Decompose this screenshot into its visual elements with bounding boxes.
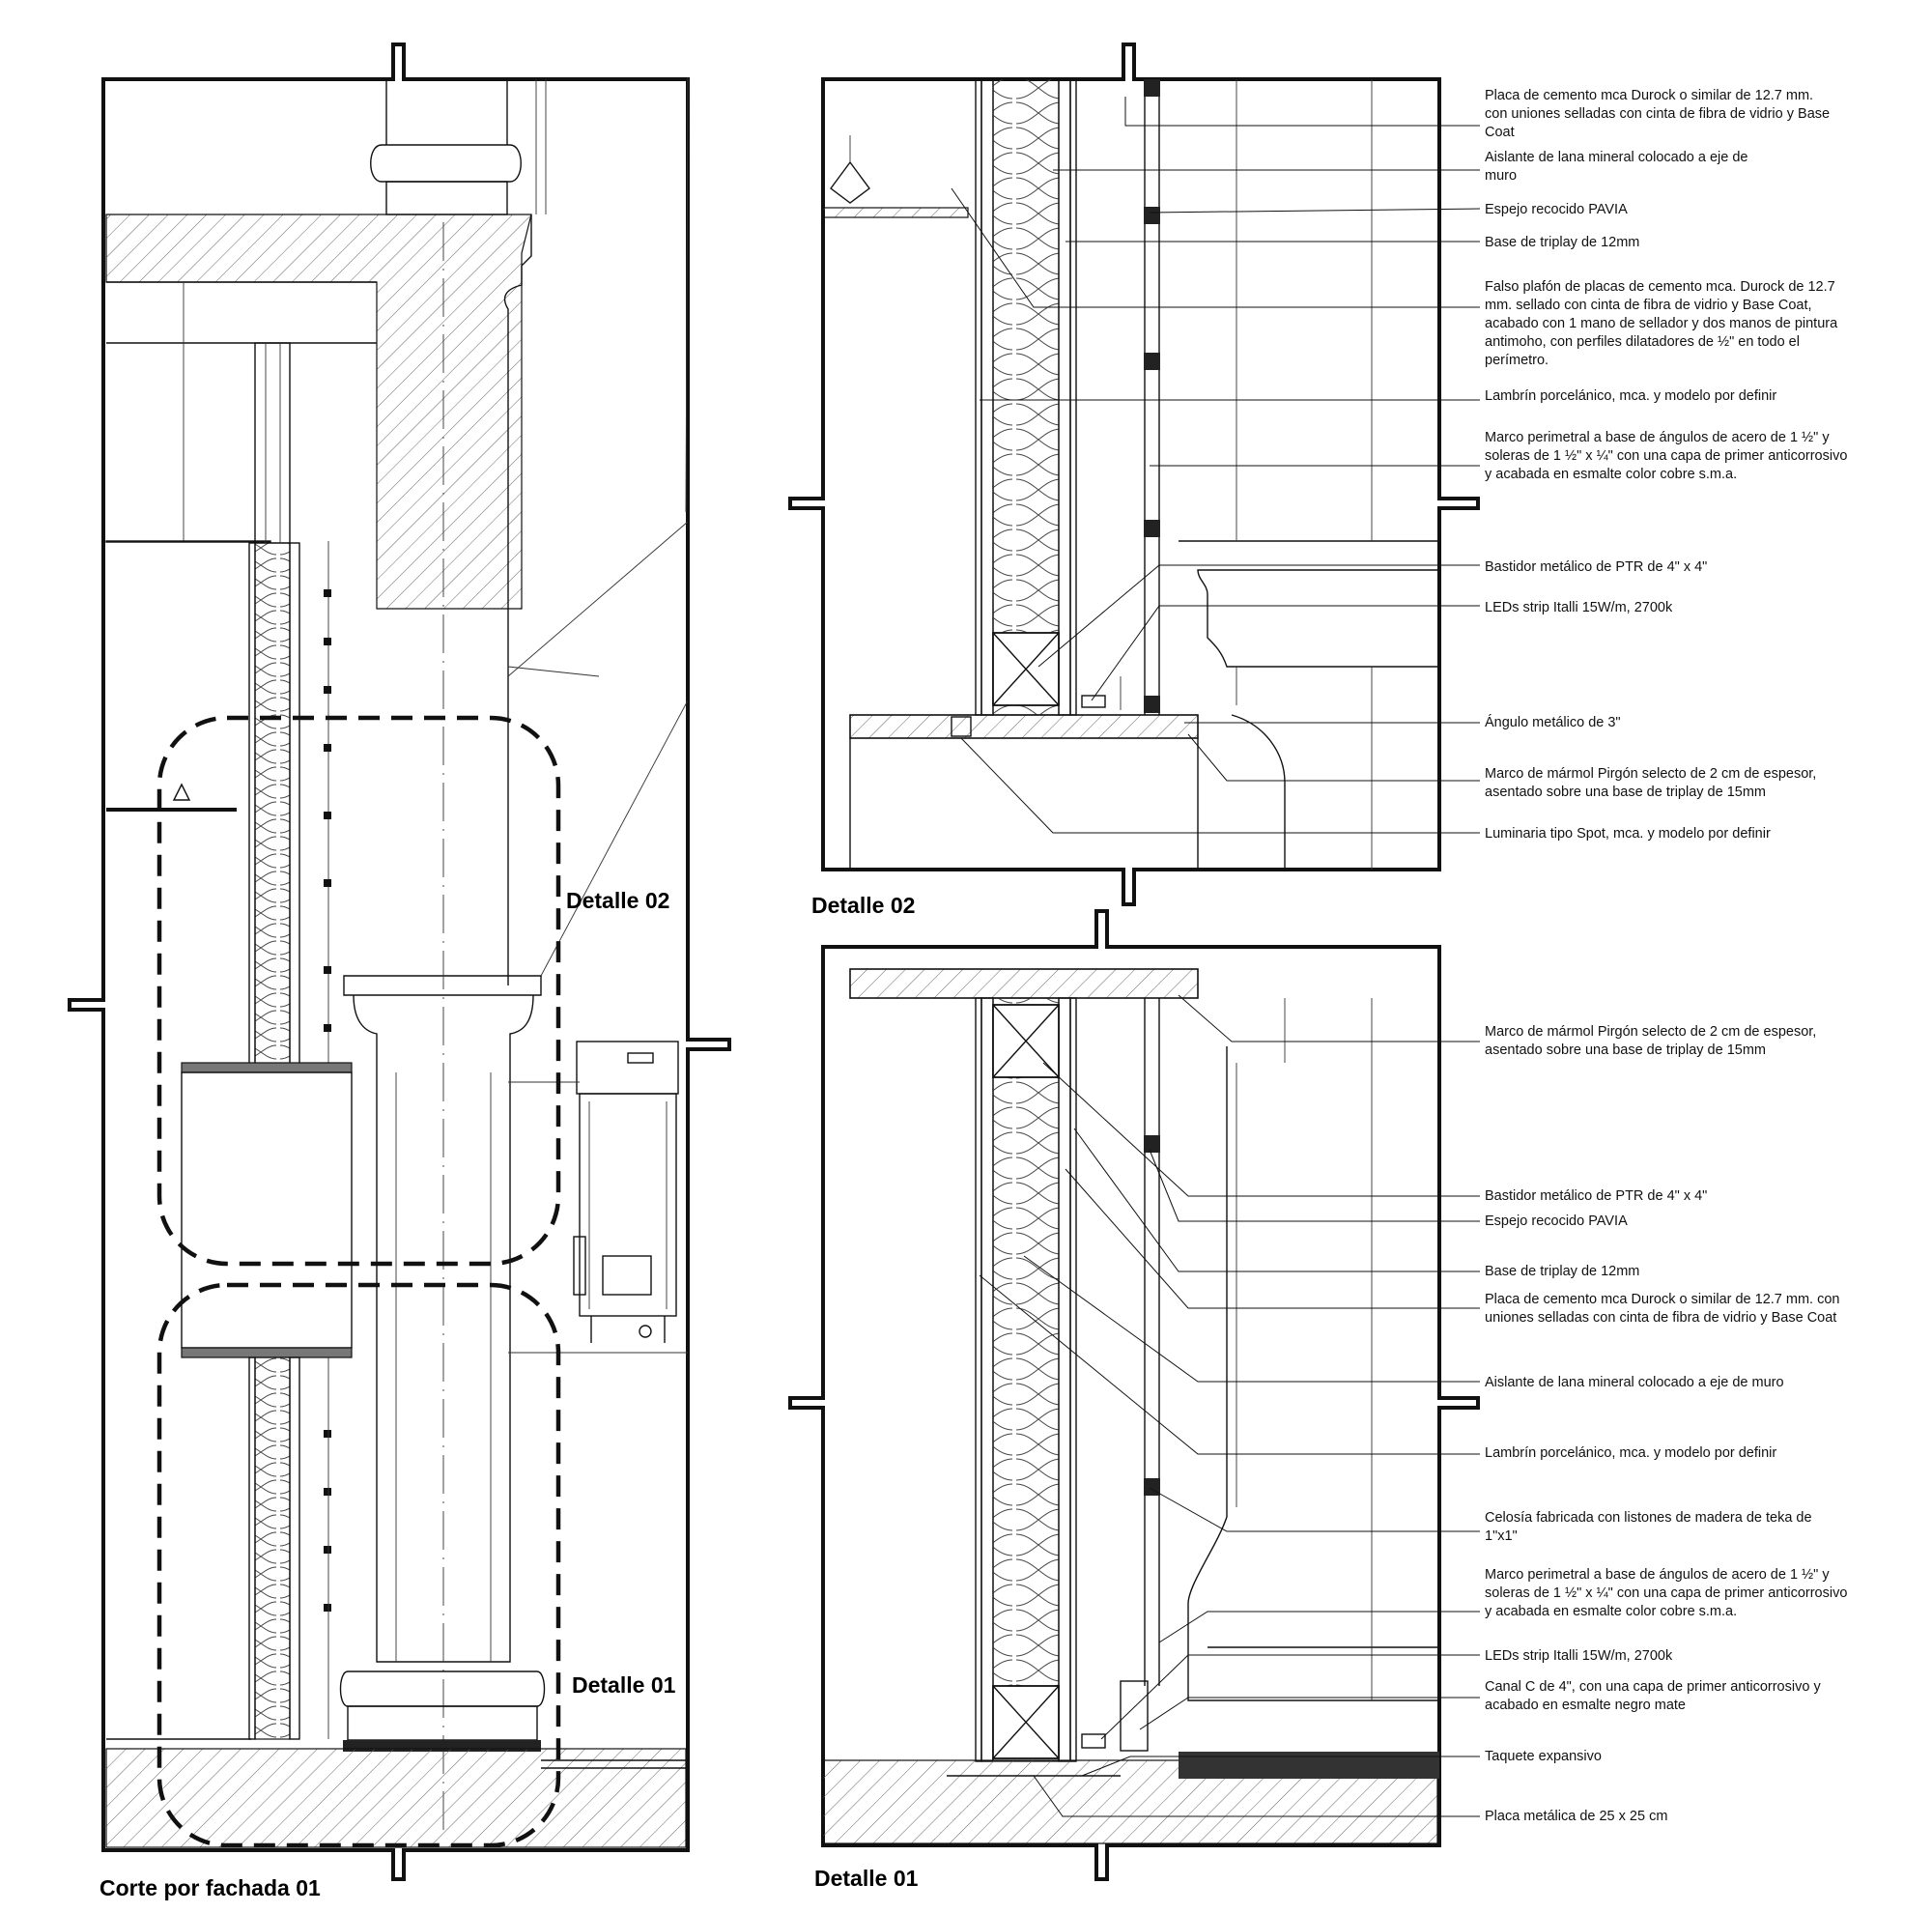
water-heater-top — [576, 1041, 679, 1095]
annotation-note: Marco de mármol Pirgón selecto de 2 cm d… — [1485, 1024, 1816, 1058]
wall-insulation-lower — [254, 1356, 291, 1740]
annotation-note: Marco perimetral a base de ángulos de ac… — [1485, 430, 1847, 482]
annotation-note-line: Placa metálica de 25 x 25 cm — [1485, 1809, 1667, 1824]
upper-slab-hatch — [105, 214, 532, 610]
annotation-note: Bastidor metálico de PTR de 4" x 4" — [1485, 559, 1707, 575]
annotation-note: Taquete expansivo — [1485, 1749, 1602, 1764]
annotation-note-line: Marco perimetral a base de ángulos de ac… — [1485, 1567, 1830, 1583]
annotation-note: Canal C de 4", con una capa de primer an… — [1485, 1679, 1821, 1713]
annotation-note-line: Marco perimetral a base de ángulos de ac… — [1485, 430, 1830, 445]
annotation-note: LEDs strip Italli 15W/m, 2700k — [1485, 1648, 1673, 1664]
annotation-note-line: Placa de cemento mca Durock o similar de… — [1485, 88, 1813, 103]
notes-detalle-02: Placa de cemento mca Durock o similar de… — [1485, 88, 1847, 842]
annotation-note-line: Placa de cemento mca Durock o similar de… — [1485, 1292, 1839, 1307]
callout-label-detalle-02: Detalle 02 — [566, 888, 669, 913]
annotation-note: Placa de cemento mca Durock o similar de… — [1485, 1292, 1839, 1326]
annotation-note: Ángulo metálico de 3" — [1485, 714, 1621, 730]
annotation-note-line: Coat — [1485, 125, 1515, 140]
annotation-note: Base de triplay de 12mm — [1485, 1264, 1639, 1279]
annotation-note-line: Bastidor metálico de PTR de 4" x 4" — [1485, 559, 1707, 575]
annotation-note-line: y acabada en esmalte color cobre s.m.a. — [1485, 1604, 1737, 1619]
annotation-note-line: perímetro. — [1485, 353, 1548, 368]
title-detalle-02: Detalle 02 — [811, 893, 915, 918]
leaders-detalle-02 — [951, 97, 1481, 834]
annotation-note-line: Espejo recocido PAVIA — [1485, 1213, 1628, 1229]
detalle-01-frame — [788, 909, 1480, 1881]
annotation-note-line: Lambrín porcelánico, mca. y modelo por d… — [1485, 388, 1776, 404]
annotation-note-line: Marco de mármol Pirgón selecto de 2 cm d… — [1485, 766, 1816, 782]
annotation-note-line: uniones selladas con cinta de fibra de v… — [1485, 1310, 1836, 1326]
annotation-note-line: Marco de mármol Pirgón selecto de 2 cm d… — [1485, 1024, 1816, 1040]
annotation-note-line: LEDs strip Italli 15W/m, 2700k — [1485, 1648, 1673, 1664]
annotation-note: Bastidor metálico de PTR de 4" x 4" — [1485, 1188, 1707, 1204]
annotation-note-line: soleras de 1 ½" x ¼" con una capa de pri… — [1485, 448, 1847, 464]
annotation-note: Luminaria tipo Spot, mca. y modelo por d… — [1485, 826, 1771, 842]
annotation-note-line: Bastidor metálico de PTR de 4" x 4" — [1485, 1188, 1707, 1204]
annotation-note-line: Luminaria tipo Spot, mca. y modelo por d… — [1485, 826, 1771, 842]
annotation-note: Aislante de lana mineral colocado a eje … — [1485, 1375, 1784, 1390]
annotation-note-line: LEDs strip Italli 15W/m, 2700k — [1485, 600, 1673, 615]
annotation-note: Espejo recocido PAVIA — [1485, 1213, 1628, 1229]
annotation-note-line: Base de triplay de 12mm — [1485, 235, 1639, 250]
callout-boundary-detalle-02 — [156, 715, 561, 1267]
annotation-note: Placa de cemento mca Durock o similar de… — [1485, 88, 1830, 140]
annotation-note-line: Falso plafón de placas de cemento mca. D… — [1485, 279, 1835, 295]
annotation-note: Falso plafón de placas de cemento mca. D… — [1485, 279, 1838, 368]
annotation-note-line: antimoho, con perfiles dilatadores de ½"… — [1485, 334, 1800, 350]
annotation-note: Aislante de lana mineral colocado a eje … — [1485, 150, 1747, 184]
annotation-note-line: Celosía fabricada con listones de madera… — [1485, 1510, 1812, 1526]
floor-slab-hatch — [105, 1748, 687, 1848]
annotation-note-line: muro — [1485, 168, 1517, 184]
annotation-note: Espejo recocido PAVIA — [1485, 202, 1628, 217]
callout-boundary-detalle-01 — [156, 1282, 561, 1848]
notes-detalle-01: Marco de mármol Pirgón selecto de 2 cm d… — [1485, 1024, 1847, 1824]
annotation-note: Base de triplay de 12mm — [1485, 235, 1639, 250]
annotation-note: Marco de mármol Pirgón selecto de 2 cm d… — [1485, 766, 1816, 800]
annotation-note: Placa metálica de 25 x 25 cm — [1485, 1809, 1667, 1824]
annotation-note-line: acabado con 1 mano de sellador y dos man… — [1485, 316, 1838, 331]
insulation-detalle-02 — [992, 78, 1060, 716]
annotation-note-line: soleras de 1 ½" x ¼" con una capa de pri… — [1485, 1585, 1847, 1601]
corte-por-fachada-section: Detalle 02 Detalle 01 Corte por fachada … — [68, 43, 731, 1900]
wall-insulation-upper — [254, 542, 291, 1066]
annotation-note: Lambrín porcelánico, mca. y modelo por d… — [1485, 1445, 1776, 1461]
annotation-note-line: mm. sellado con cinta de fibra de vidrio… — [1485, 298, 1812, 313]
annotation-note-line: Lambrín porcelánico, mca. y modelo por d… — [1485, 1445, 1776, 1461]
annotation-note: Marco perimetral a base de ángulos de ac… — [1485, 1567, 1847, 1619]
annotation-note: Celosía fabricada con listones de madera… — [1485, 1510, 1812, 1544]
annotation-note-line: asentado sobre una base de triplay de 15… — [1485, 1042, 1766, 1058]
callout-label-detalle-01: Detalle 01 — [572, 1672, 676, 1698]
detalle-02-frame — [788, 43, 1480, 906]
annotation-note-line: asentado sobre una base de triplay de 15… — [1485, 785, 1766, 800]
annotation-note-line: Base de triplay de 12mm — [1485, 1264, 1639, 1279]
annotation-note: Lambrín porcelánico, mca. y modelo por d… — [1485, 388, 1776, 404]
annotation-note-line: y acabada en esmalte color cobre s.m.a. — [1485, 467, 1737, 482]
annotation-note-line: Espejo recocido PAVIA — [1485, 202, 1628, 217]
detalle-02-drawing — [788, 43, 1480, 906]
insulation-detalle-01 — [992, 997, 1060, 1762]
title-corte-por-fachada: Corte por fachada 01 — [99, 1875, 321, 1900]
annotation-note-line: Canal C de 4", con una capa de primer an… — [1485, 1679, 1821, 1695]
annotation-note: LEDs strip Italli 15W/m, 2700k — [1485, 600, 1673, 615]
title-detalle-01: Detalle 01 — [814, 1866, 919, 1891]
detalle-01-drawing — [788, 909, 1480, 1881]
annotation-note-line: con uniones selladas con cinta de fibra … — [1485, 106, 1830, 122]
annotation-note-line: Taquete expansivo — [1485, 1749, 1602, 1764]
annotation-note-line: Ángulo metálico de 3" — [1485, 714, 1621, 730]
annotation-note-line: acabado en esmalte negro mate — [1485, 1698, 1686, 1713]
annotation-note-line: 1"x1" — [1485, 1528, 1518, 1544]
section-frame — [68, 43, 731, 1881]
annotation-note-line: Aislante de lana mineral colocado a eje … — [1485, 150, 1747, 165]
annotation-note-line: Aislante de lana mineral colocado a eje … — [1485, 1375, 1784, 1390]
leaders-detalle-01 — [979, 994, 1480, 1817]
